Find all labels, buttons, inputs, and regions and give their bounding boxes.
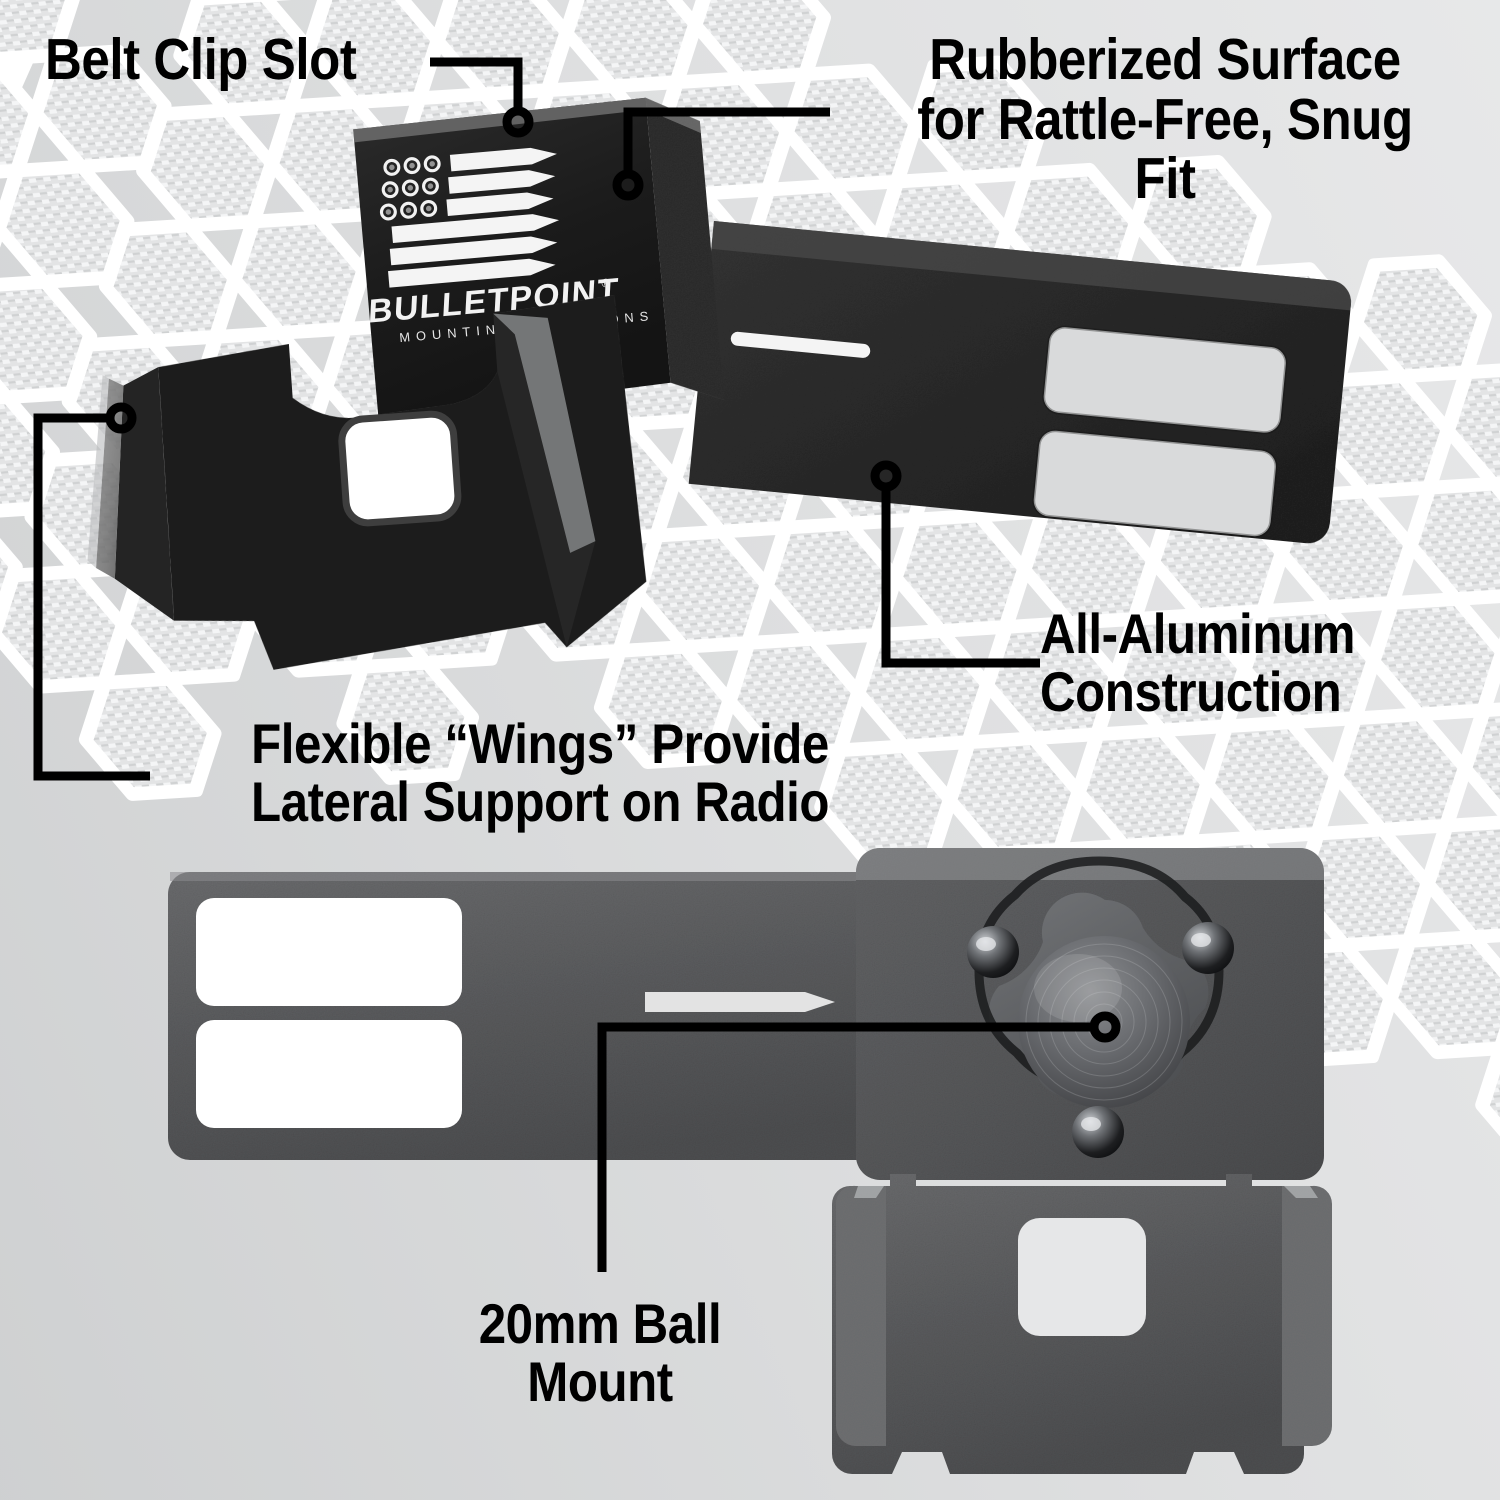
callout-line-belt-clip-slot bbox=[430, 57, 523, 111]
ball-mount-housing bbox=[856, 848, 1324, 1180]
callout-marker-ball-mount bbox=[1089, 1011, 1121, 1043]
lower-bracket-assembly bbox=[168, 848, 1333, 1474]
callout-line-3: Fit bbox=[1134, 146, 1196, 212]
callout-line-2: Lateral Support on Radio bbox=[250, 769, 830, 833]
callout-line-1: 20mm Ball bbox=[478, 1292, 722, 1355]
callout-marker-flexible-wings bbox=[105, 402, 137, 434]
callout-line-2: Mount bbox=[527, 1349, 673, 1413]
callout-line-1: Rubberized Surface bbox=[929, 27, 1401, 92]
callout-line-flexible-wings bbox=[33, 413, 150, 781]
callout-line-2: Construction bbox=[1040, 659, 1342, 723]
svg-text:®: ® bbox=[601, 276, 611, 291]
callout-marker-rubberized bbox=[612, 169, 644, 201]
callout-marker-all-aluminum bbox=[870, 460, 902, 492]
callout-label-belt-clip-slot: Belt Clip Slot bbox=[45, 27, 357, 92]
callout-marker-belt-clip-slot bbox=[502, 106, 534, 138]
lower-mounting-plate bbox=[168, 872, 1070, 1160]
callout-line-rubberized bbox=[623, 107, 830, 174]
screw-head bbox=[1182, 922, 1234, 974]
callout-line-all-aluminum bbox=[881, 487, 1040, 668]
screw-head bbox=[967, 926, 1019, 978]
callout-line-1: Flexible “Wings” Provide bbox=[251, 712, 829, 775]
callout-line-ball-mount bbox=[597, 1022, 1094, 1272]
lower-radio-cradle bbox=[832, 1174, 1333, 1474]
callout-line-1: All-Aluminum bbox=[1040, 602, 1356, 665]
upper-bracket-assembly: BULLETPOINT ® MOUNTING SOLUTIONS bbox=[87, 97, 1351, 670]
callout-line-2: for Rattle-Free, Snug bbox=[917, 86, 1413, 152]
screw-head bbox=[1072, 1106, 1124, 1158]
